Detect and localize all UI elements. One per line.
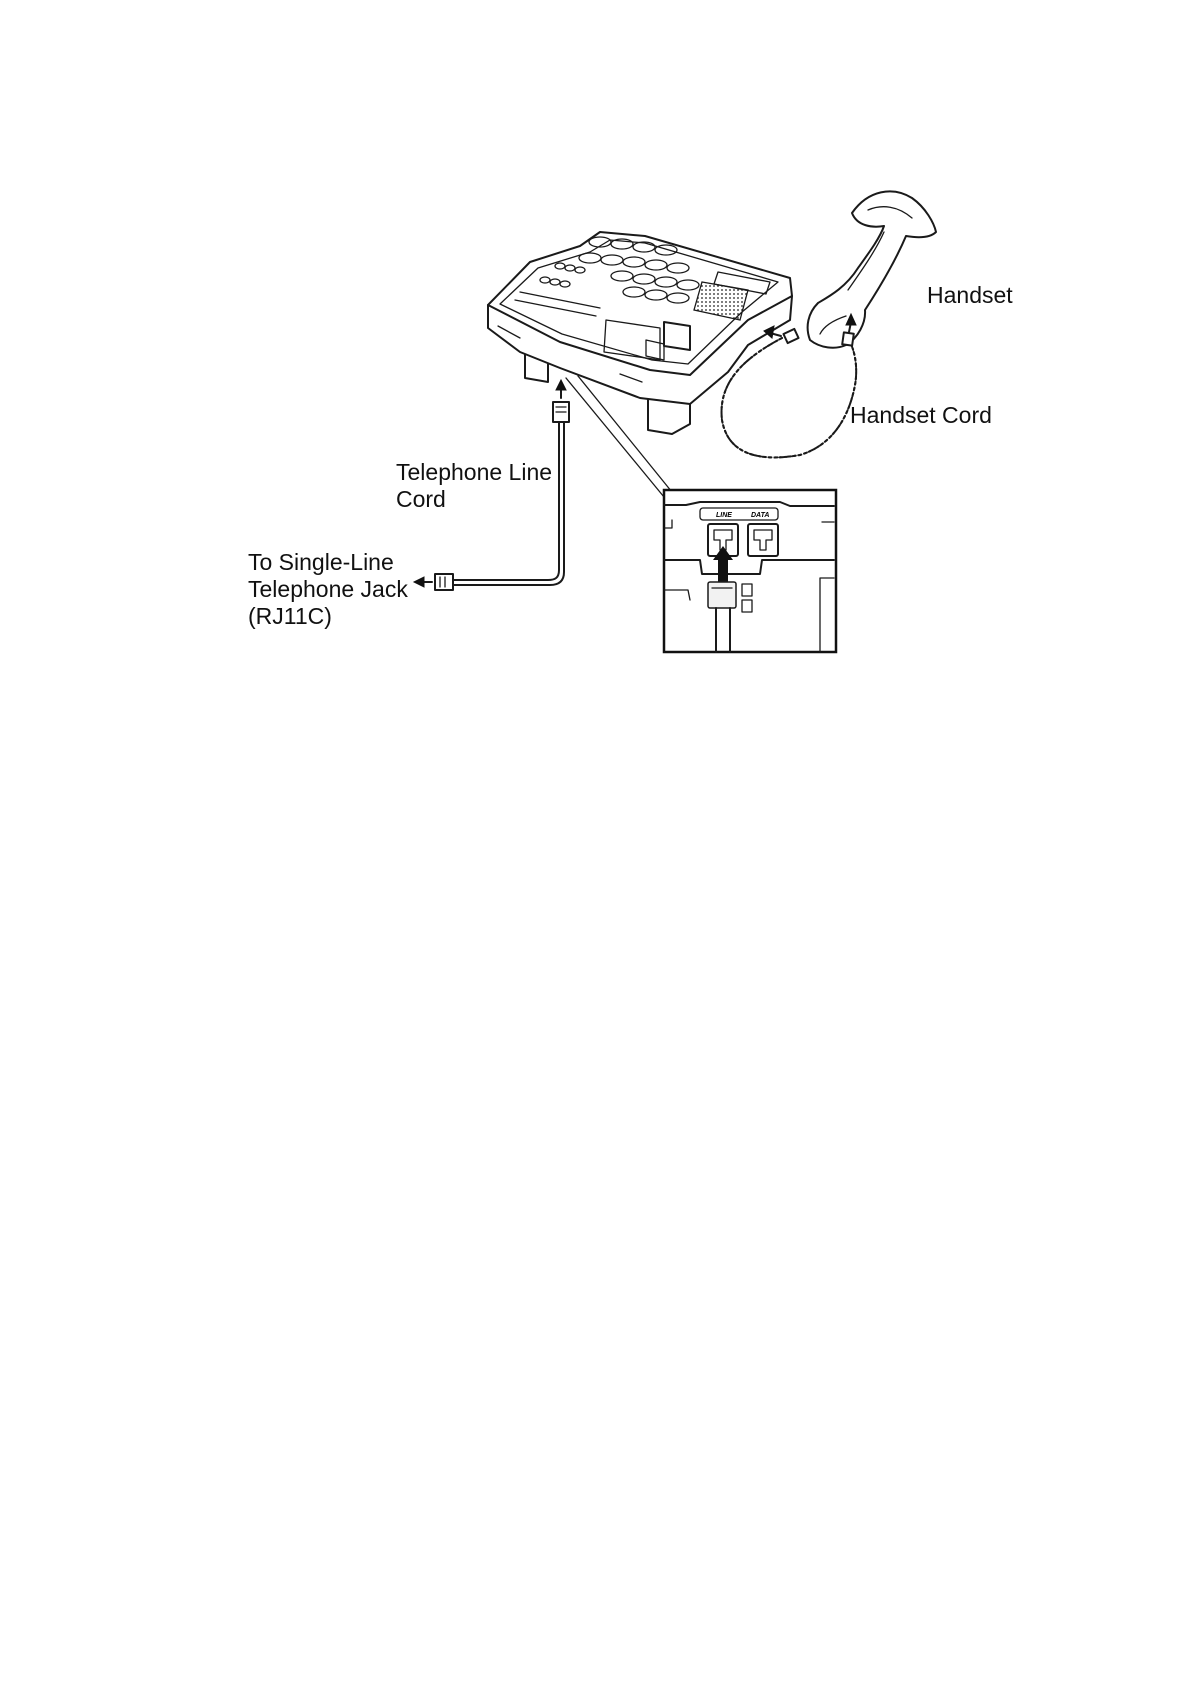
telephone-line-cord-label-1: Telephone Line — [396, 459, 552, 486]
single-line-jack-label-3: (RJ11C) — [248, 603, 332, 630]
modular-plug-icon — [435, 574, 453, 590]
handset-label: Handset — [927, 282, 1013, 309]
single-line-jack-label-2: Telephone Jack — [248, 576, 408, 603]
single-line-jack-label-1: To Single-Line — [248, 549, 394, 576]
handset-cord-label: Handset Cord — [850, 402, 992, 429]
telephone-line-cord-label-2: Cord — [396, 486, 446, 513]
telephone-base-icon — [488, 232, 792, 434]
jack-closeup-icon: LINE DATA — [664, 490, 836, 652]
data-jack-label: DATA — [751, 512, 769, 519]
handset-icon — [808, 191, 936, 347]
line-jack-label: LINE — [716, 512, 732, 519]
